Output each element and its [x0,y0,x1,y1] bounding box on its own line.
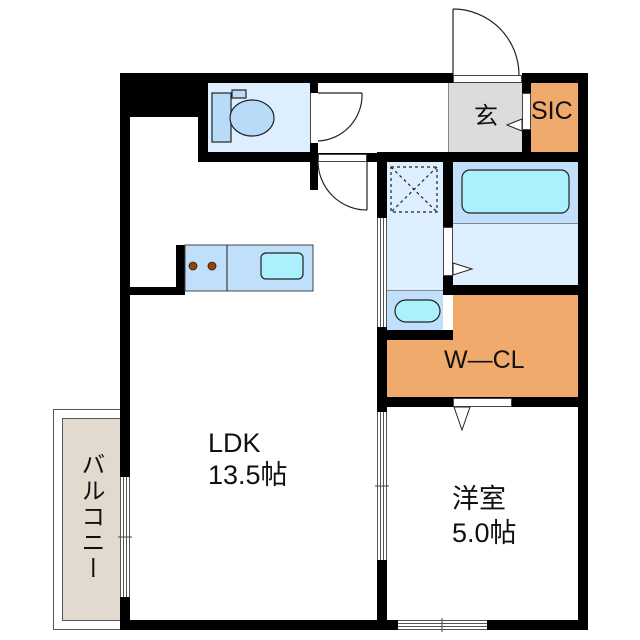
toilet-door-opening[interactable] [310,93,318,143]
wall-washroom-left [377,152,387,630]
wall-toilet-bottom [198,152,318,162]
hall-door-opening[interactable] [318,154,367,162]
wall-entrance-bottom [387,152,588,162]
balcony-label: バルコニー [77,452,104,582]
wall-toilet-left [198,73,208,162]
ldk-label: LDK [208,428,261,458]
wall-top-right [522,73,588,83]
walk-in-closet-upper [453,295,578,341]
stove-burners-icon [188,261,217,271]
toilet-door-icon [317,92,363,142]
ldk-size: 13.5帖 [208,460,288,490]
closet-door-marker-icon [453,406,471,432]
kitchen-counter [184,244,314,292]
kitchen-sink-icon [260,252,304,280]
western-room-window[interactable] [398,620,487,630]
walk-in-closet-lower [387,340,578,397]
western-room-label: 洋室 [452,484,506,514]
balcony-area [62,418,122,621]
western-room-size: 5.0帖 [452,518,517,548]
wall-corner-block [120,73,198,117]
wall-vanity-bottom [387,330,453,340]
vanity-area [387,290,443,330]
wall-bottom-outer [120,620,588,630]
entrance-area [448,83,522,152]
entrance-door-opening[interactable] [453,75,522,83]
bathtub-area [453,162,578,224]
wall-kitchen-horizontal [120,287,185,295]
wall-right-outer [578,73,588,630]
bath-floor-area [453,224,578,285]
walk-in-closet-label: W—CL [444,346,525,374]
closet-door-opening[interactable] [453,398,512,407]
sic-label: SIC [531,97,573,125]
balcony-window[interactable] [120,477,130,597]
western-room-sliding-door[interactable] [377,412,387,560]
bath-door-opening[interactable] [443,227,453,276]
washroom-sliding-door[interactable] [377,218,387,327]
entrance-label: 玄 [474,103,498,130]
wall-bath-bottom [443,285,588,295]
shoe-closet-area [531,83,578,152]
wall-top-left [120,73,453,83]
washroom-area [387,162,443,290]
sic-door-opening[interactable] [522,93,531,130]
wall-left-outer [120,73,130,630]
entrance-door-icon [452,8,520,76]
wall-kitchen-vertical [176,245,185,295]
hall-door-icon [317,161,368,211]
toilet-room [208,83,310,152]
